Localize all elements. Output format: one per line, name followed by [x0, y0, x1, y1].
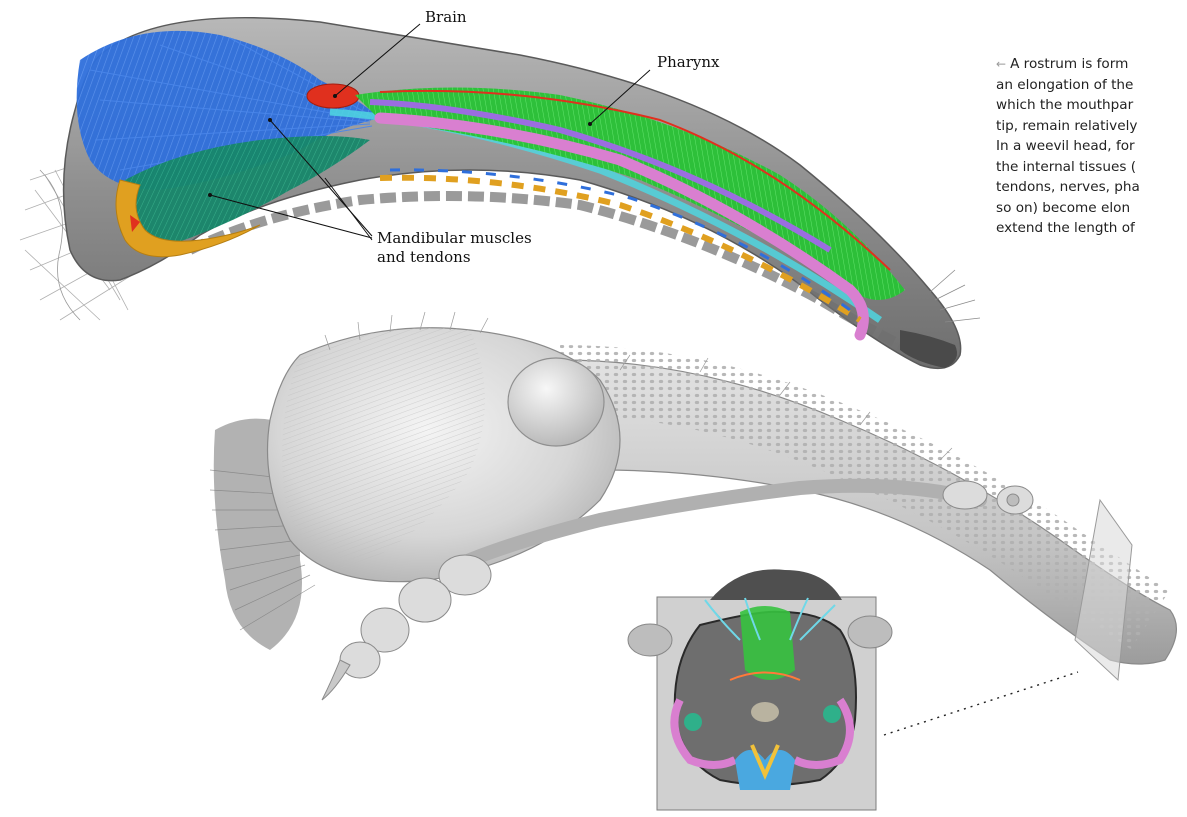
caption-line-5: In a weevil head, for	[996, 136, 1187, 157]
cross-section-inset	[628, 569, 892, 810]
caption-line-7: tendons, nerves, pha	[996, 177, 1187, 198]
sectioned-head	[20, 18, 980, 369]
muscle-leader-dot-2	[208, 193, 212, 197]
caption-line-3: which the mouthpar	[996, 95, 1187, 116]
mandibular-label-line2: and tendons	[377, 248, 471, 267]
inset-teal-left	[684, 713, 702, 731]
caption-line-6: the internal tissues (	[996, 157, 1187, 178]
inset-eye-left	[628, 624, 672, 656]
inset-nerve-cord	[751, 702, 779, 722]
caption-line-2: an elongation of the	[996, 75, 1187, 96]
caption-arrow-icon: ←	[996, 57, 1006, 71]
caption-line-4: tip, remain relatively	[996, 116, 1187, 137]
dotted-connector	[884, 672, 1078, 735]
caption-line-1: ← A rostrum is form	[996, 54, 1187, 75]
caption-line-9: extend the length of	[996, 218, 1187, 239]
inset-teal-right	[823, 705, 841, 723]
muscle-leader-dot-1	[268, 118, 272, 122]
mandibular-label-line1: Mandibular muscles	[377, 229, 532, 248]
caption-line-8: so on) become elon	[996, 198, 1187, 219]
compound-eye	[508, 358, 604, 446]
caption-text: ←A rostrum is form an elongation of the …	[996, 54, 1187, 239]
caption-line-1-text: A rostrum is form	[1010, 56, 1128, 72]
brain-label: Brain	[425, 8, 467, 27]
inset-eye-right	[848, 616, 892, 648]
muscle-leader-3	[325, 178, 372, 240]
inset-pharynx-green	[740, 606, 795, 680]
pharynx-leader-dot	[588, 122, 592, 126]
inset-head-top	[710, 569, 842, 600]
brain-leader-dot	[333, 94, 337, 98]
pharynx-label: Pharynx	[657, 53, 719, 72]
